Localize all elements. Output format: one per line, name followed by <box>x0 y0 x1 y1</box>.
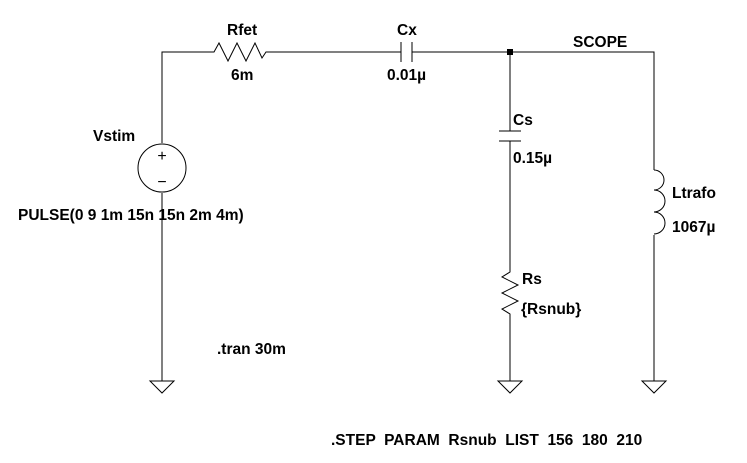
rs-name-label: Rs <box>522 271 542 288</box>
vstim-minus-sign: − <box>157 174 166 191</box>
cs-value-label: 0.15µ <box>513 150 552 167</box>
rs-value-label: {Rsnub} <box>521 301 581 318</box>
step-directive: .STEP PARAM Rsnub LIST 156 180 210 <box>331 432 642 449</box>
rs-resistor-symbol <box>500 266 520 320</box>
ltrafo-inductor-symbol <box>653 169 666 235</box>
tran-directive: .tran 30m <box>217 341 286 358</box>
cx-name-label: Cx <box>397 22 417 39</box>
ltrafo-value-label: 1067µ <box>672 219 715 236</box>
ground-symbol-ltrafo <box>640 380 668 394</box>
vstim-name-label: Vstim <box>93 128 135 145</box>
cs-capacitor-symbol <box>499 130 521 142</box>
rfet-resistor-symbol <box>207 41 270 63</box>
vstim-plus-sign: + <box>157 148 166 165</box>
cs-name-label: Cs <box>513 112 533 129</box>
rfet-name-label: Rfet <box>227 22 257 39</box>
scope-net-label: SCOPE <box>573 34 627 51</box>
ground-symbol-vstim <box>148 380 176 394</box>
rfet-value-label: 6m <box>231 67 253 84</box>
junction-dot <box>507 49 513 55</box>
cx-capacitor-symbol <box>400 42 413 62</box>
ground-symbol-rs <box>496 380 524 394</box>
vstim-source-symbol <box>137 143 187 193</box>
ltrafo-name-label: Ltrafo <box>672 185 716 202</box>
cx-value-label: 0.01µ <box>387 67 426 84</box>
vstim-value-label: PULSE(0 9 1m 15n 15n 2m 4m) <box>18 207 244 224</box>
wires <box>161 51 655 381</box>
wire-left-top <box>161 51 207 143</box>
wire-node-right <box>510 51 655 170</box>
